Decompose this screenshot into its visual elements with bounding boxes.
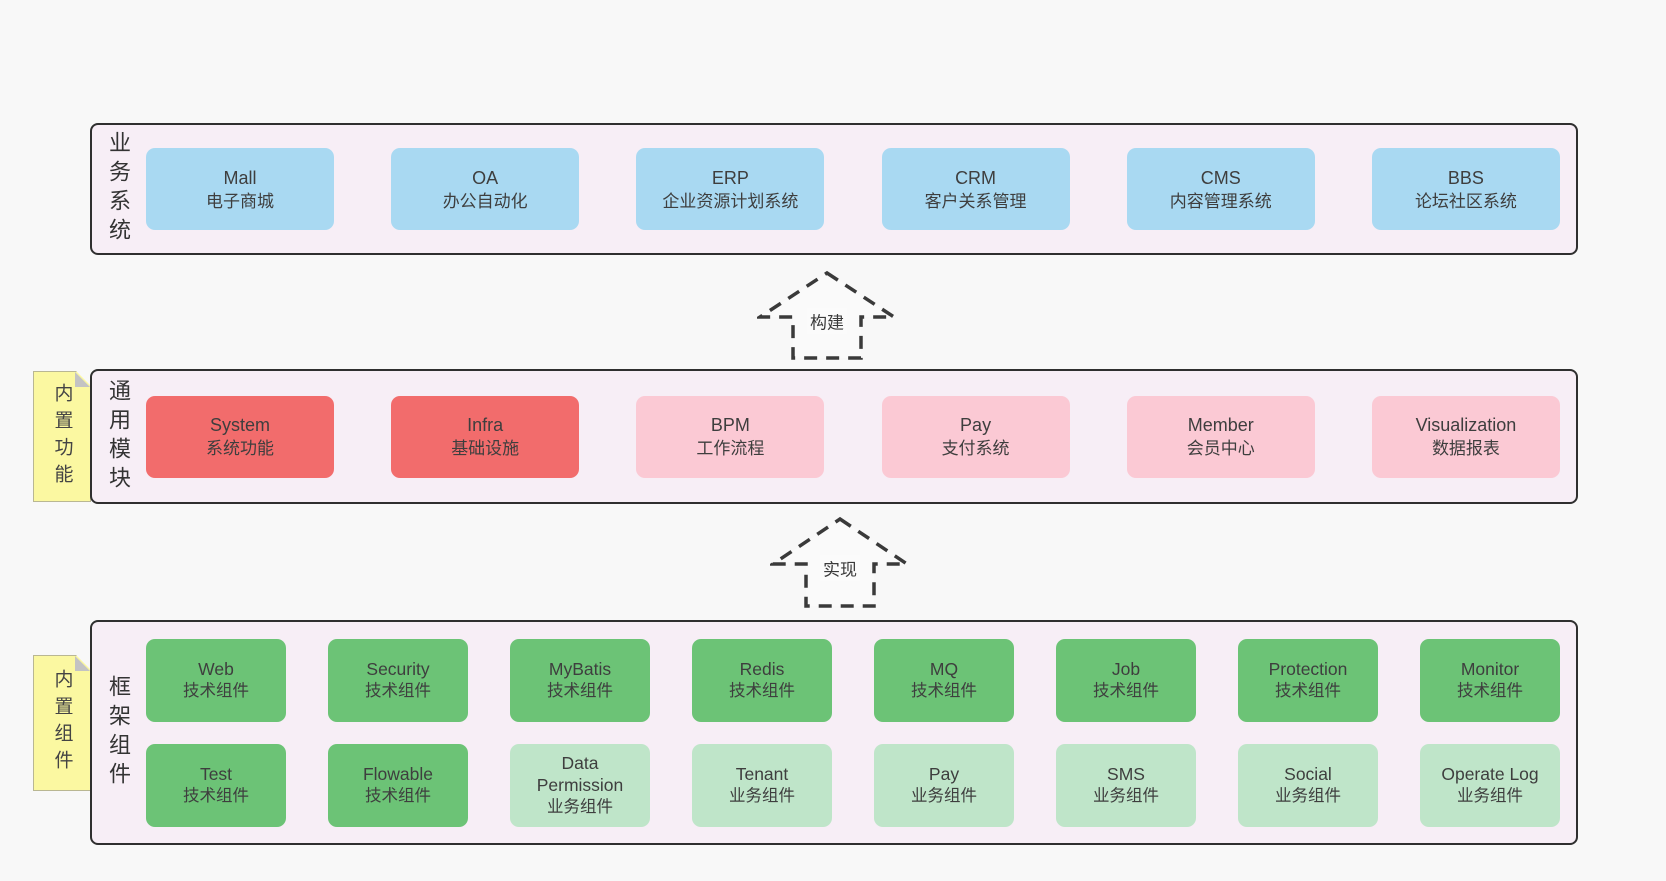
fold-corner-icon — [75, 656, 90, 671]
box-mybatis: MyBatis 技术组件 — [510, 638, 650, 722]
box-bbs: BBS 论坛社区系统 — [1371, 148, 1560, 230]
box-cms: CMS 内容管理系统 — [1126, 148, 1315, 230]
layer-framework-components: 框架组件 Web 技术组件 Security 技术组件 MyBatis 技术组件… — [90, 620, 1578, 845]
box-mq: MQ 技术组件 — [874, 638, 1014, 722]
box-redis: Redis 技术组件 — [692, 638, 832, 722]
common-modules-row: System 系统功能 Infra 基础设施 BPM 工作流程 Pay 支付系统… — [144, 371, 1576, 502]
box-mall: Mall 电子商城 — [146, 148, 334, 230]
layer-framework-components-label: 框架组件 — [106, 674, 131, 791]
box-monitor: Monitor 技术组件 — [1420, 638, 1560, 722]
box-web: Web 技术组件 — [146, 638, 286, 722]
box-protection: Protection 技术组件 — [1238, 638, 1378, 722]
box-tenant: Tenant 业务组件 — [692, 743, 832, 827]
box-operate-log: Operate Log 业务组件 — [1420, 743, 1560, 827]
box-bpm: BPM 工作流程 — [636, 395, 825, 478]
arrow-implement: 实现 — [770, 516, 910, 610]
box-flowable: Flowable 技术组件 — [328, 743, 468, 827]
box-infra: Infra 基础设施 — [391, 395, 580, 478]
box-security: Security 技术组件 — [328, 638, 468, 722]
box-job: Job 技术组件 — [1056, 638, 1196, 722]
framework-components-rows: Web 技术组件 Security 技术组件 MyBatis 技术组件 Redi… — [144, 622, 1576, 843]
box-pay-component: Pay 业务组件 — [874, 743, 1014, 827]
box-system: System 系统功能 — [146, 395, 334, 478]
arrow-implement-label: 实现 — [820, 554, 860, 582]
framework-components-row-1: Web 技术组件 Security 技术组件 MyBatis 技术组件 Redi… — [146, 638, 1560, 722]
box-oa: OA 办公自动化 — [391, 148, 580, 230]
sticky-builtin-features: 内置功能 — [33, 371, 91, 502]
box-pay-system: Pay 支付系统 — [881, 395, 1070, 478]
fold-corner-icon — [75, 372, 90, 387]
box-erp: ERP 企业资源计划系统 — [636, 148, 825, 230]
box-data-permission: Data Permission 业务组件 — [510, 743, 650, 827]
layer-common-modules: 通用模块 System 系统功能 Infra 基础设施 BPM 工作流程 Pay… — [90, 369, 1578, 504]
framework-components-row-2: Test 技术组件 Flowable 技术组件 Data Permission … — [146, 743, 1560, 827]
sticky-builtin-components-label: 内置组件 — [51, 669, 73, 777]
box-sms: SMS 业务组件 — [1056, 743, 1196, 827]
layer-business-systems: 业务系统 Mall 电子商城 OA 办公自动化 ERP 企业资源计划系统 CRM… — [90, 123, 1578, 255]
layer-business-systems-label: 业务系统 — [106, 131, 131, 247]
sticky-builtin-components: 内置组件 — [33, 655, 91, 791]
box-crm: CRM 客户关系管理 — [881, 148, 1070, 230]
arrow-build-label: 构建 — [807, 307, 847, 335]
business-systems-row: Mall 电子商城 OA 办公自动化 ERP 企业资源计划系统 CRM 客户关系… — [144, 125, 1576, 253]
box-test: Test 技术组件 — [146, 743, 286, 827]
arrow-build: 构建 — [757, 270, 897, 362]
box-social: Social 业务组件 — [1238, 743, 1378, 827]
box-visualization: Visualization 数据报表 — [1371, 395, 1560, 478]
layer-common-modules-label: 通用模块 — [106, 378, 131, 495]
box-member: Member 会员中心 — [1126, 395, 1315, 478]
sticky-builtin-features-label: 内置功能 — [51, 382, 73, 491]
